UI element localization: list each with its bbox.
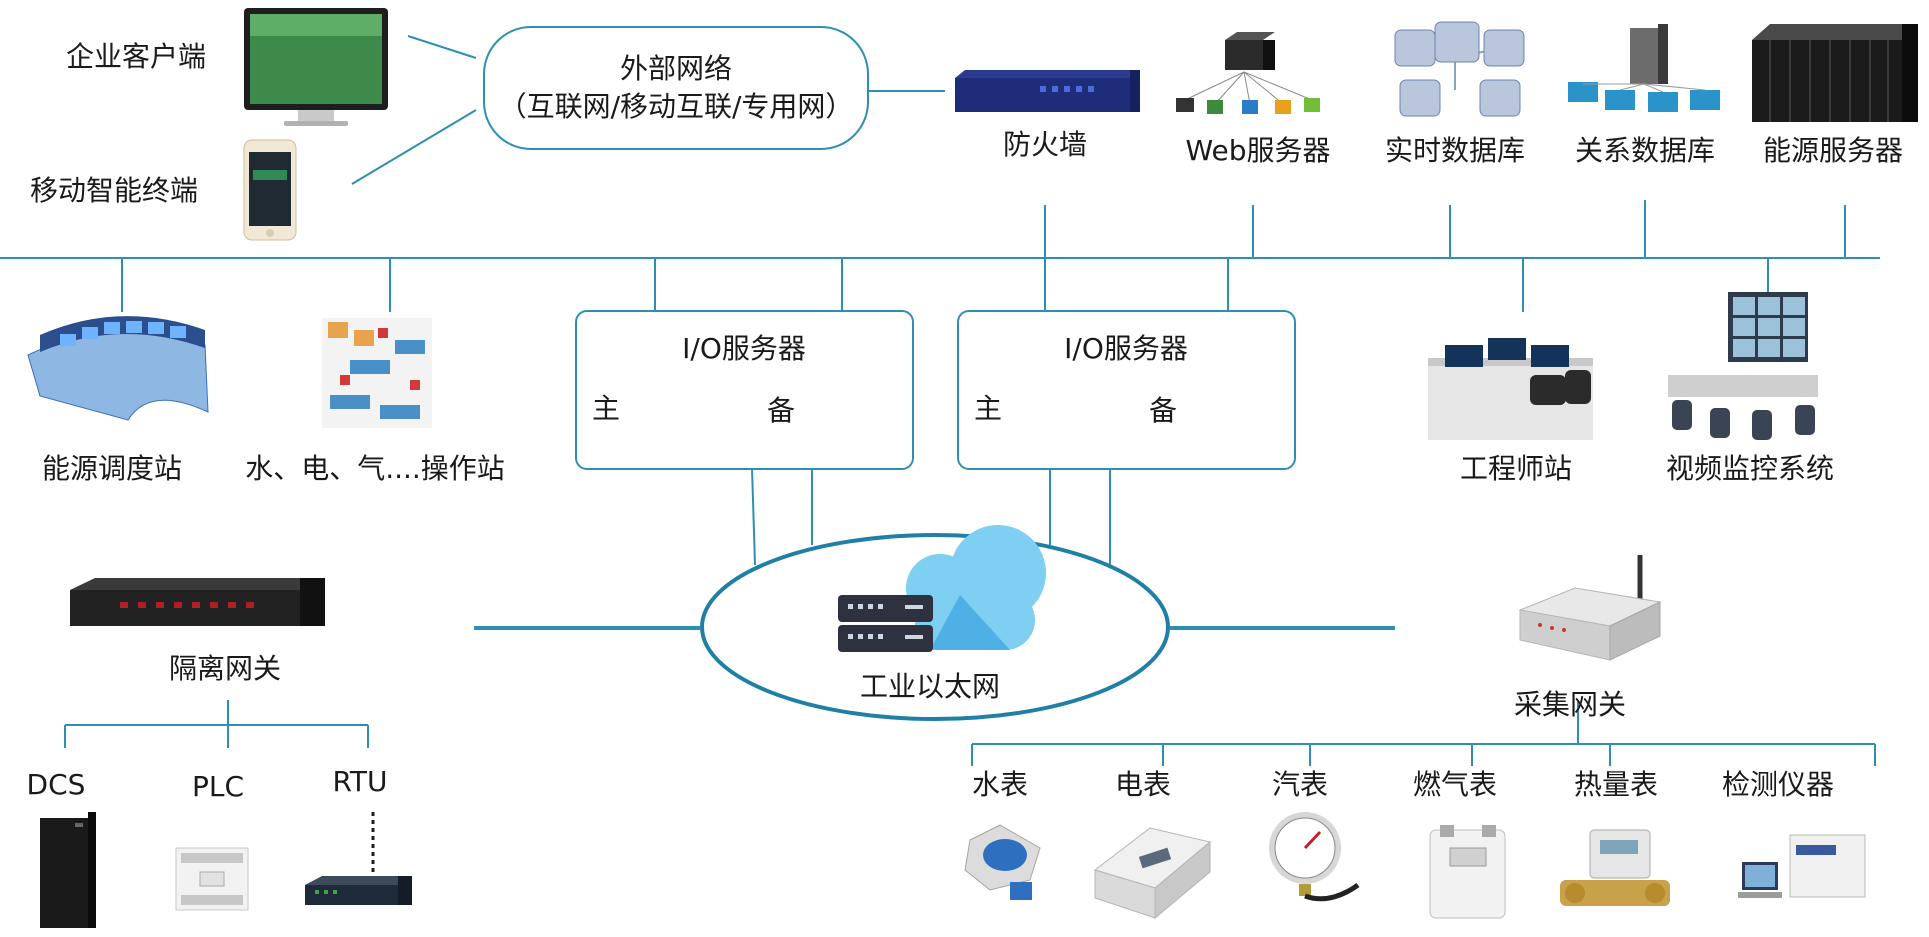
cloud-icon <box>906 525 1046 650</box>
electric-meter-icon <box>1093 827 1212 920</box>
gas-meter-label: 燃气表 <box>1412 768 1498 801</box>
electric-meter-label: 电表 <box>1114 768 1172 801</box>
server-rack-icon <box>1752 24 1918 122</box>
plc-label: PLC <box>191 770 245 803</box>
operator-station-label: 水、电、气....操作站 <box>245 452 505 485</box>
io-server-2-backup-label: 备 <box>1149 394 1178 427</box>
dcs-label: DCS <box>26 768 86 801</box>
web-server-icon <box>1176 32 1320 114</box>
video-monitoring-label: 视频监控系统 <box>1665 452 1835 485</box>
rtu-icon <box>305 812 412 905</box>
collection-gateway-icon <box>1518 555 1662 661</box>
industrial-ethernet-label: 工业以太网 <box>859 670 1001 703</box>
rtu-label: RTU <box>332 765 388 798</box>
pressure-gauge-icon <box>1269 812 1360 902</box>
io-server-1-title: I/O服务器 <box>682 332 806 365</box>
external-network-subtitle: （互联网/移动互联/专用网） <box>498 90 854 123</box>
realtime-database-label: 实时数据库 <box>1384 134 1526 167</box>
relational-database-icon <box>1568 24 1720 112</box>
web-server-label: Web服务器 <box>1185 134 1331 167</box>
firewall-icon <box>955 70 1140 112</box>
link-enterprise-client <box>407 35 477 59</box>
collection-gateway-label: 采集网关 <box>1513 688 1627 721</box>
mobile-terminal-label: 移动智能终端 <box>30 174 199 207</box>
heat-meter-icon <box>1560 829 1670 906</box>
dispatch-station-label: 能源调度站 <box>41 452 183 485</box>
io-server-1-primary-label: 主 <box>592 392 621 425</box>
firewall-label: 防火墙 <box>1002 128 1088 161</box>
io1-down-a <box>751 467 756 566</box>
io-server-box-2: I/O服务器 主 备 <box>957 310 1296 470</box>
dcs-cabinet-icon <box>40 812 96 928</box>
water-meter-icon <box>964 824 1041 900</box>
external-network-title: 外部网络 <box>619 52 732 86</box>
io-server-2-primary-label: 主 <box>974 392 1003 425</box>
io-server-box-1: I/O服务器 主 备 <box>575 310 914 470</box>
link-mobile-terminal <box>351 109 477 185</box>
steam-meter-label: 汽表 <box>1271 768 1329 801</box>
engineer-station-label: 工程师站 <box>1459 452 1573 485</box>
realtime-database-icon <box>1394 21 1525 117</box>
monitor-icon <box>244 8 388 126</box>
heat-meter-label: 热量表 <box>1573 768 1659 801</box>
control-room-icon <box>27 316 209 421</box>
relational-database-label: 关系数据库 <box>1574 134 1716 167</box>
isolation-gateway-icon <box>70 578 325 626</box>
water-meter-label: 水表 <box>971 768 1029 801</box>
enterprise-client-label: 企业客户端 <box>66 40 207 73</box>
smartphone-icon <box>243 139 297 241</box>
external-network-node: 外部网络 （互联网/移动互联/专用网） <box>483 26 869 150</box>
test-instrument-label: 检测仪器 <box>1721 768 1835 801</box>
switch-icon <box>838 595 933 652</box>
energy-server-label: 能源服务器 <box>1762 134 1904 167</box>
operator-station-icon <box>322 318 432 428</box>
io-server-2-title: I/O服务器 <box>1064 332 1188 365</box>
test-instrument-icon <box>1738 834 1866 898</box>
engineer-workstation-icon <box>1428 338 1593 440</box>
video-wall-icon <box>1668 292 1818 440</box>
isolation-gateway-label: 隔离网关 <box>168 652 282 685</box>
gas-meter-icon <box>1429 825 1506 919</box>
io-server-1-backup-label: 备 <box>767 394 796 427</box>
plc-icon <box>175 847 249 911</box>
